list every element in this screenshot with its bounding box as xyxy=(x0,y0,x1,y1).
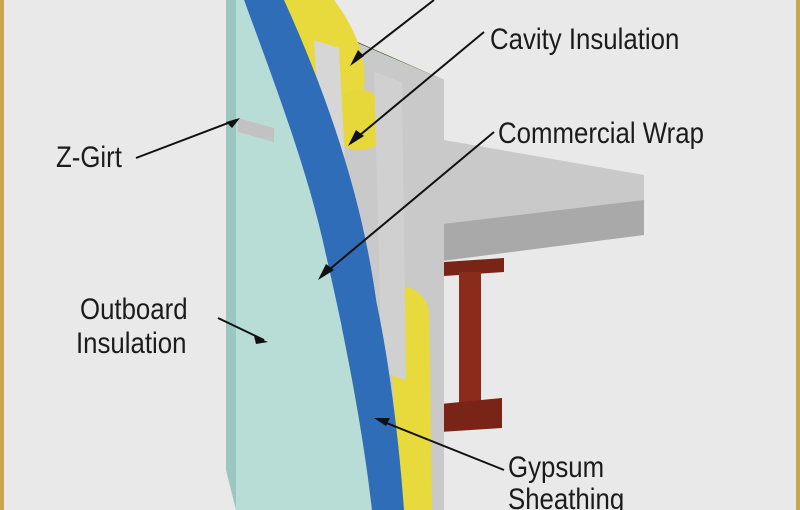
steel-beam-flange xyxy=(444,258,504,276)
outboard-insulation-edge xyxy=(226,0,236,510)
label-gypsum-sheathing-line-2: Sheathing xyxy=(508,483,625,510)
label-z-girt: Z-Girt xyxy=(56,141,122,174)
diagram-frame: Cavity Insulation Commercial Wrap Z-Girt… xyxy=(4,0,796,510)
steel-stud-right xyxy=(374,72,406,380)
wall-assembly-illustration xyxy=(135,0,644,510)
label-outboard-insulation-line-2: Insulation xyxy=(76,327,187,360)
z-girt-member xyxy=(238,118,274,142)
leader-line-z-girt xyxy=(135,119,237,159)
arrowhead-cavity-insulation xyxy=(348,130,364,146)
arrowhead-commercial-wrap xyxy=(318,264,334,280)
arrowhead-top xyxy=(350,50,364,66)
arrowhead-outboard-insulation xyxy=(254,336,268,344)
steel-beam-bottom-flange xyxy=(440,398,502,432)
arrowhead-gypsum-sheathing xyxy=(374,418,390,426)
label-cavity-insulation: Cavity Insulation xyxy=(490,23,680,56)
label-outboard-insulation-line-1: Outboard xyxy=(80,293,188,326)
leader-line-gypsum-sheathing xyxy=(378,419,505,471)
leader-line-outboard-insulation xyxy=(217,317,265,341)
leader-line-cavity-insulation xyxy=(353,31,485,141)
steel-beam-web xyxy=(459,272,481,412)
leader-line-top xyxy=(353,0,435,63)
leader-line-commercial-wrap xyxy=(323,131,495,275)
label-gypsum-sheathing-line-1: Gypsum xyxy=(508,451,605,484)
slab-edge-face xyxy=(434,200,644,262)
commercial-wrap-layer xyxy=(244,0,404,510)
arrowhead-z-girt xyxy=(226,118,240,128)
label-commercial-wrap: Commercial Wrap xyxy=(498,117,704,150)
